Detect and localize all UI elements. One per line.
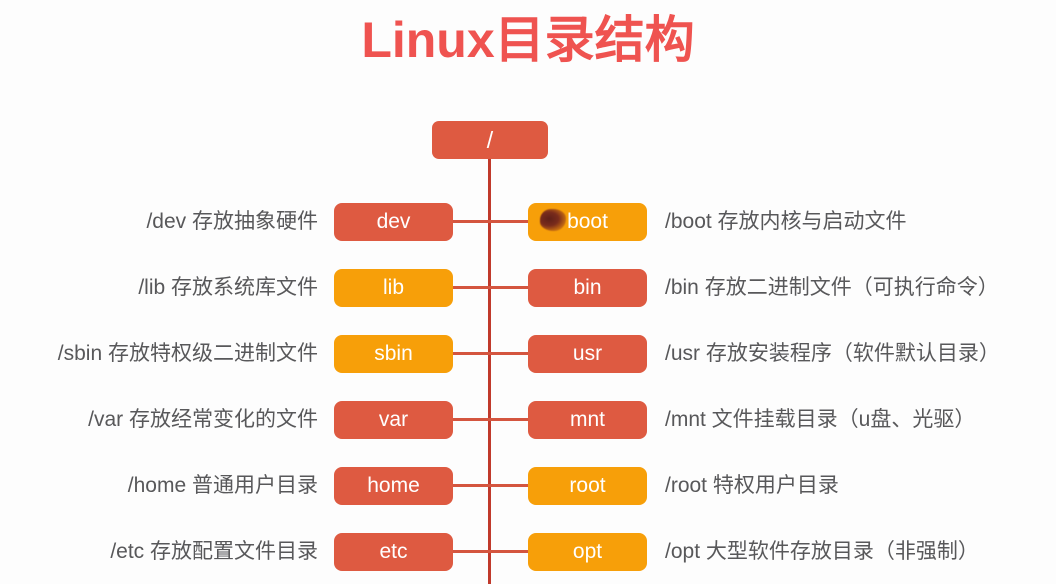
label-usr: /usr 存放安装程序（软件默认目录） xyxy=(665,342,1000,365)
label-bin: /bin 存放二进制文件（可执行命令） xyxy=(665,276,999,299)
node-label: bin xyxy=(573,276,602,299)
smudge-artifact-icon xyxy=(540,209,566,231)
node-lib[interactable]: lib xyxy=(334,269,453,307)
label-mnt: /mnt 文件挂载目录（u盘、光驱） xyxy=(665,408,976,431)
node-opt[interactable]: opt xyxy=(528,533,647,571)
node-boot[interactable]: boot xyxy=(528,203,647,241)
page-title: Linux目录结构 xyxy=(361,12,695,68)
connector-line-right xyxy=(488,418,540,421)
tree-row: /etc 存放配置文件目录 etc opt/opt 大型软件存放目录（非强制） xyxy=(0,532,1056,572)
node-label: lib xyxy=(382,276,404,299)
node-dev[interactable]: dev xyxy=(334,203,453,241)
node-home[interactable]: home xyxy=(334,467,453,505)
node-label: opt xyxy=(572,540,603,563)
node-usr[interactable]: usr xyxy=(528,335,647,373)
connector-line-left xyxy=(440,220,490,223)
node-label: home xyxy=(367,474,420,497)
connector-line-left xyxy=(440,484,490,487)
connector-line-left xyxy=(440,286,490,289)
tree-row: /home 普通用户目录 home root/root 特权用户目录 xyxy=(0,466,1056,506)
tree-trunk-line xyxy=(488,157,491,584)
node-mnt[interactable]: mnt xyxy=(528,401,647,439)
connector-line-right xyxy=(488,352,540,355)
label-sbin: /sbin 存放特权级二进制文件 xyxy=(57,342,318,365)
connector-line-right xyxy=(488,484,540,487)
label-root: /root 特权用户目录 xyxy=(665,474,839,497)
label-opt: /opt 大型软件存放目录（非强制） xyxy=(665,540,979,563)
label-lib: /lib 存放系统库文件 xyxy=(138,276,318,299)
connector-line-right xyxy=(488,286,540,289)
node-label: root xyxy=(569,474,606,497)
connector-line-left xyxy=(440,550,490,553)
label-etc: /etc 存放配置文件目录 xyxy=(110,540,318,563)
label-var: /var 存放经常变化的文件 xyxy=(88,408,318,431)
tree-row: /sbin 存放特权级二进制文件 sbin usr/usr 存放安装程序（软件默认目… xyxy=(0,334,1056,374)
node-root[interactable]: root xyxy=(528,467,647,505)
label-boot: /boot 存放内核与启动文件 xyxy=(665,210,907,233)
connector-line-left xyxy=(440,352,490,355)
connector-line-left xyxy=(440,418,490,421)
node-root[interactable]: / xyxy=(432,121,548,159)
label-home: /home 普通用户目录 xyxy=(127,474,318,497)
node-label: dev xyxy=(376,210,411,233)
node-label: usr xyxy=(572,342,603,365)
node-label: etc xyxy=(379,540,408,563)
node-label: mnt xyxy=(569,408,605,431)
node-label: sbin xyxy=(374,342,413,365)
node-label: boot xyxy=(567,210,608,233)
node-var[interactable]: var xyxy=(334,401,453,439)
node-bin[interactable]: bin xyxy=(528,269,647,307)
node-label: var xyxy=(378,408,409,431)
connector-line-right xyxy=(488,550,540,553)
node-sbin[interactable]: sbin xyxy=(334,335,453,373)
label-dev: /dev 存放抽象硬件 xyxy=(146,210,318,233)
tree-row: /dev 存放抽象硬件 dev boot/boot 存放内核与启动文件 xyxy=(0,202,1056,242)
tree-row: /lib 存放系统库文件 lib bin/bin 存放二进制文件（可执行命令） xyxy=(0,268,1056,308)
tree-row: /var 存放经常变化的文件 var mnt/mnt 文件挂载目录（u盘、光驱） xyxy=(0,400,1056,440)
connector-line-right xyxy=(488,220,540,223)
node-etc[interactable]: etc xyxy=(334,533,453,571)
